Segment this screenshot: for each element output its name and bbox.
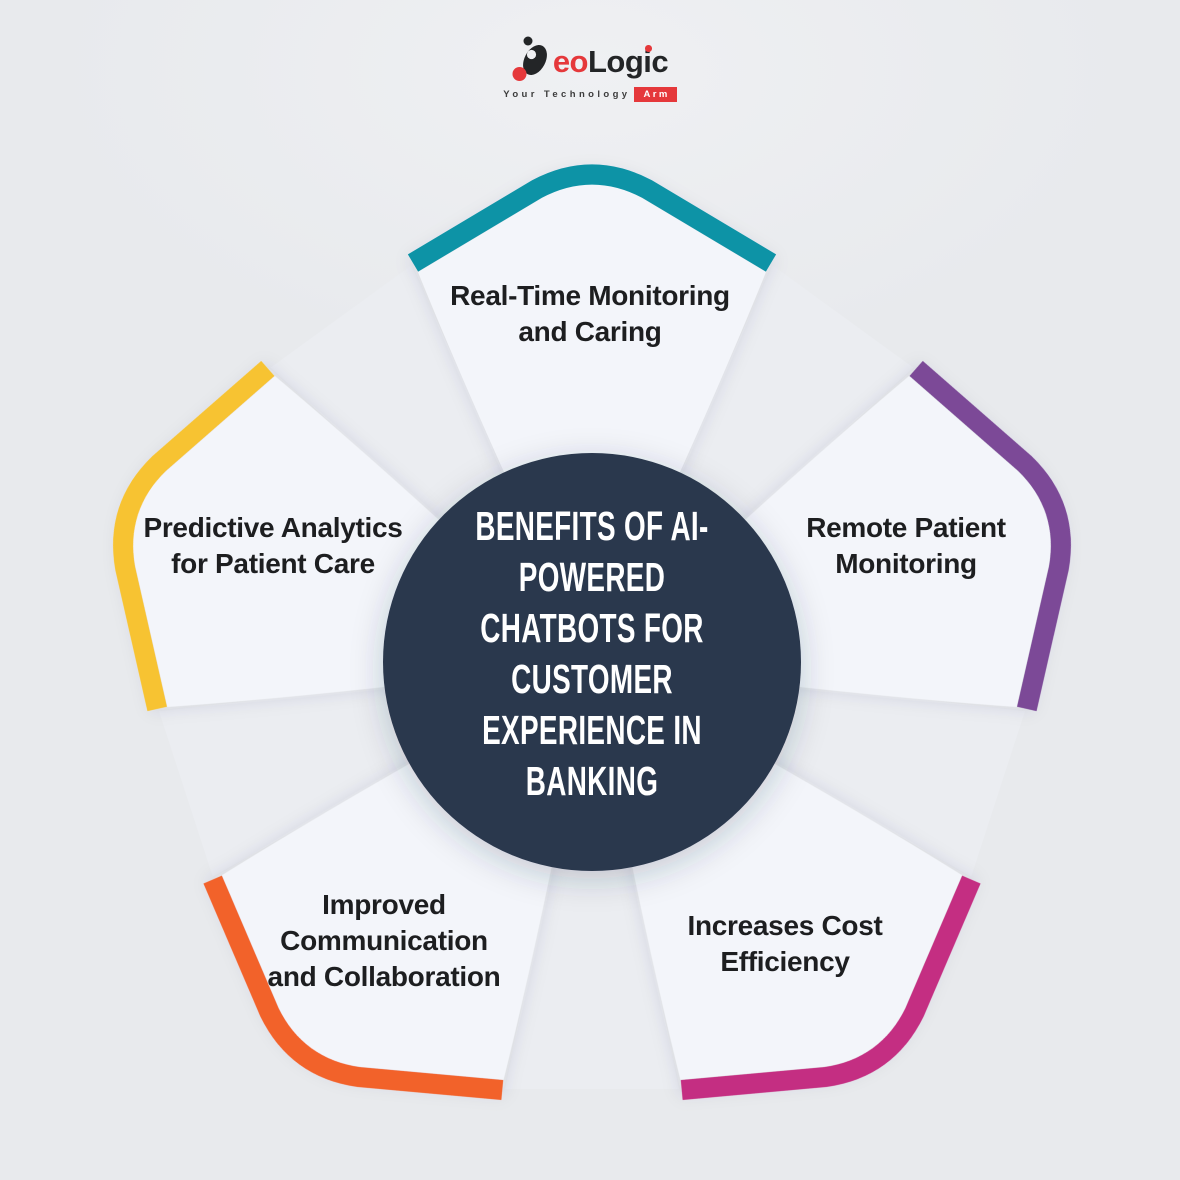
logo-text: eoLogic (552, 42, 669, 82)
label-line: Efficiency (720, 946, 850, 977)
logo-text-eo: eo (552, 44, 589, 79)
brand-logo: eoLogic Your Technology Arm (0, 36, 1180, 102)
center-title-line: BENEFITS OF AI-POWERED (475, 503, 709, 600)
petal-label-improved-communication: Improved Communication and Collaboration (214, 887, 554, 995)
label-line: and Collaboration (267, 961, 501, 992)
logo-text-logic: Logic (588, 44, 669, 79)
logo-tagline: Your Technology (503, 89, 631, 100)
petal-label-increases-cost-efficiency: Increases Cost Efficiency (625, 908, 945, 980)
center-title-line: EXPERIENCE IN BANKING (482, 707, 702, 804)
label-line: Real-Time Monitoring (450, 280, 730, 311)
logo-tagline-badge: Arm (634, 87, 677, 102)
label-line: Remote Patient (806, 512, 1006, 543)
logo-row: eoLogic (512, 36, 669, 82)
label-line: Communication (280, 925, 488, 956)
gap-wedge (505, 662, 679, 1089)
petal-label-predictive-analytics: Predictive Analytics for Patient Care (113, 510, 433, 582)
aeologic-logo-mark-icon (512, 36, 547, 81)
logo-tagline-row: Your Technology Arm (503, 87, 677, 102)
center-title-line: CHATBOTS FOR CUSTOMER (480, 605, 704, 702)
label-line: Improved (322, 889, 446, 920)
center-circle (383, 453, 801, 871)
petal-label-remote-patient-monitoring: Remote Patient Monitoring (746, 510, 1066, 582)
label-line: Predictive Analytics (143, 512, 403, 543)
label-line: and Caring (518, 316, 662, 347)
petal-label-real-time-monitoring: Real-Time Monitoring and Caring (370, 278, 810, 350)
label-line: Increases Cost (687, 910, 883, 941)
label-line: Monitoring (835, 548, 977, 579)
logo-i-dot-red (645, 45, 652, 52)
center-title: BENEFITS OF AI-POWERED CHATBOTS FOR CUST… (442, 503, 741, 804)
label-line: for Patient Care (171, 548, 375, 579)
